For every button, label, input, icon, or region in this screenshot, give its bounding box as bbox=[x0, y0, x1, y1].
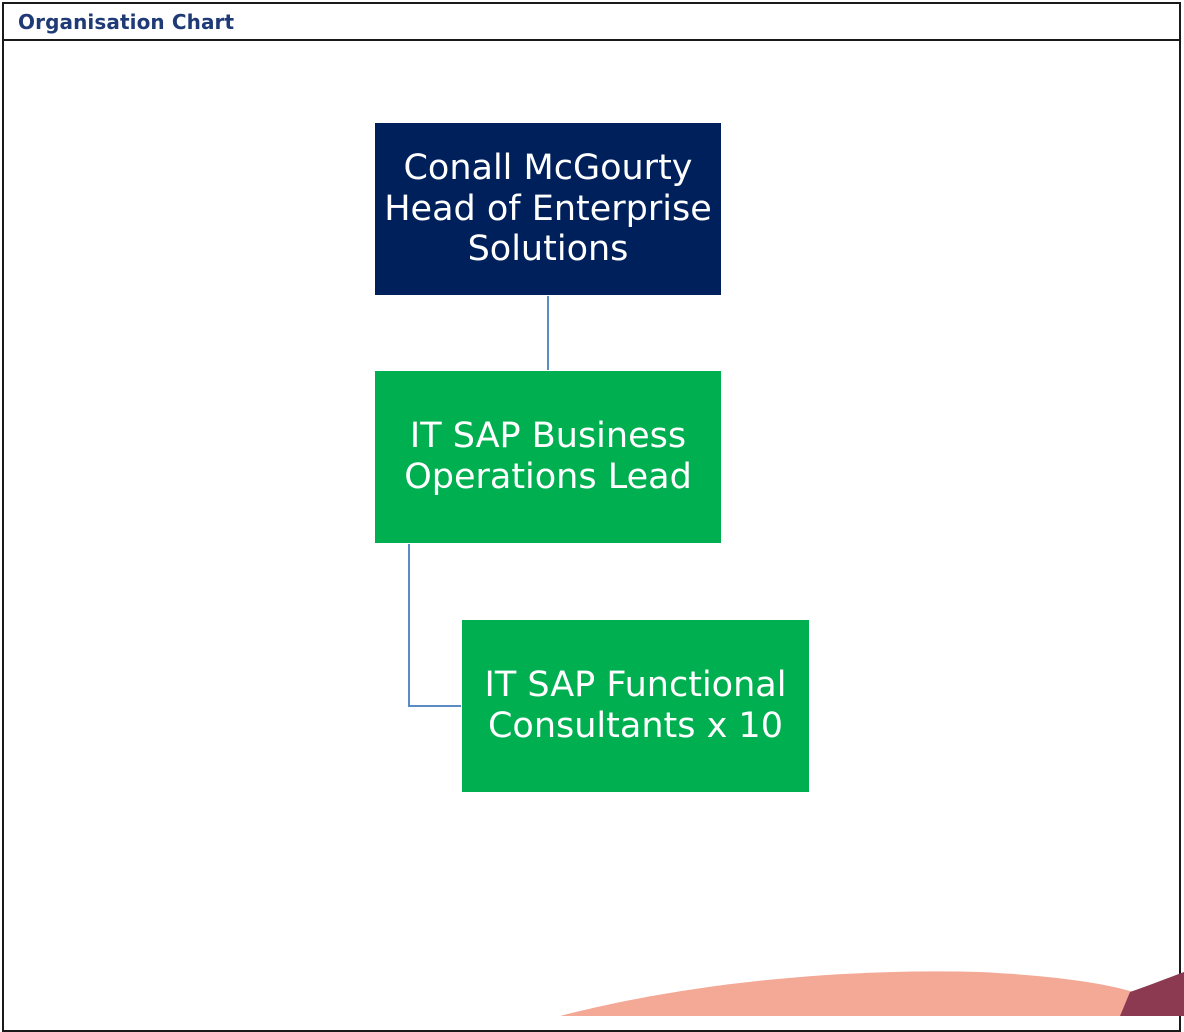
header-bar: Organisation Chart bbox=[4, 4, 1179, 41]
node-line: Operations Lead bbox=[404, 457, 692, 497]
node-line: IT SAP Business bbox=[409, 416, 687, 457]
org-node-head-of-enterprise-solutions[interactable]: Conall McGourty Head of Enterprise Solut… bbox=[375, 123, 721, 295]
node-line: Consultants x 10 bbox=[487, 706, 783, 746]
wave-peach bbox=[560, 971, 1140, 1016]
page-title: Organisation Chart bbox=[18, 10, 235, 34]
node-line: Conall McGourty bbox=[403, 147, 693, 188]
node-line: Solutions bbox=[467, 229, 629, 270]
org-node-functional-consultants[interactable]: IT SAP Functional Consultants x 10 bbox=[462, 620, 809, 792]
org-node-business-operations-lead[interactable]: IT SAP Business Operations Lead bbox=[375, 371, 721, 543]
node-line: IT SAP Functional bbox=[484, 665, 787, 706]
wave-maroon bbox=[1120, 972, 1184, 1016]
node-line: Head of Enterprise bbox=[384, 188, 712, 229]
connector-lead-consultants bbox=[408, 544, 461, 707]
